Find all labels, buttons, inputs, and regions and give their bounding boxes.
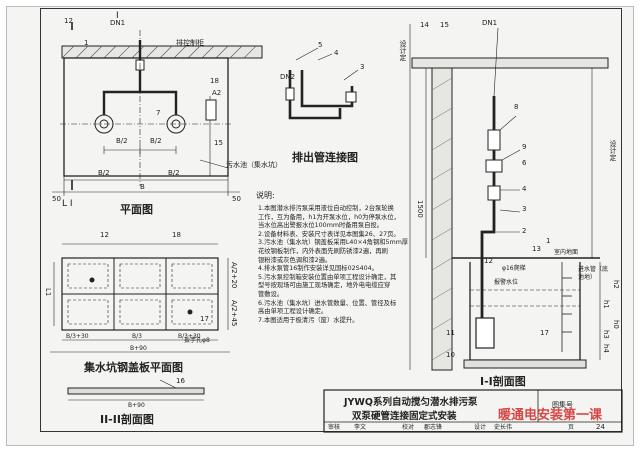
note-line: 5.污水泵控制箱安装位置由单项工程设计确定，其 bbox=[258, 273, 397, 281]
discharge-callout-4: 4 bbox=[334, 49, 339, 57]
dim-b2-right: B/2 bbox=[150, 137, 162, 145]
cover-callout-18: 18 bbox=[172, 231, 181, 239]
s1-callout-3: 3 bbox=[522, 205, 527, 213]
wrench-hole-label: 扳手孔φ8 bbox=[184, 337, 210, 344]
callout-12: 12 bbox=[64, 17, 73, 25]
dim-b2-left: B/2 bbox=[116, 137, 128, 145]
dim-b3-30-right: B/3+30 bbox=[178, 333, 201, 340]
note-line: 型号按现场可由施工现场确定，地外电电缆应穿 bbox=[258, 282, 391, 290]
section1-title: I-I剖面图 bbox=[480, 375, 526, 388]
dim-b2-bottom-right: B/2 bbox=[168, 169, 180, 177]
s1-callout-2: 2 bbox=[522, 227, 527, 235]
designer-name: 史长伟 bbox=[494, 424, 513, 431]
s1-callout-8: 8 bbox=[514, 103, 519, 111]
s1-dim-h3: h3 bbox=[602, 330, 610, 339]
s1-callout-15: 15 bbox=[440, 21, 449, 29]
alarm-level-label: 报警水位 bbox=[494, 279, 519, 286]
drawing-sheet bbox=[6, 6, 634, 446]
title-line-2: 双泵硬管连接固定式安装 bbox=[352, 411, 457, 422]
callout-1: 1 bbox=[84, 39, 89, 47]
note-line: 1.本图潜水排污泵采用液位自动控制，2台泵轮换 bbox=[258, 205, 394, 212]
callout-18: 18 bbox=[210, 77, 219, 85]
dim-l1: L1 bbox=[44, 288, 52, 297]
page-label: 页 bbox=[568, 424, 575, 431]
review-label: 审核 bbox=[328, 424, 341, 431]
s1-dim-h1: h1 bbox=[602, 300, 610, 309]
note-line: 3.污水池（集水坑）钢盖板采用L40×4角钢和5mm厚 bbox=[258, 239, 409, 247]
notes-list: 1.本图潜水排污泵采用液位自动控制，2台泵轮换 工作，互为备用，h1为开泵水位，… bbox=[258, 205, 408, 325]
title-line-1: JYWQ系列自动搅匀潜水排污泵 bbox=[344, 397, 478, 408]
s1-callout-14: 14 bbox=[420, 21, 429, 29]
section2-callout-16: 16 bbox=[176, 377, 185, 385]
reviewer-name: 李文 bbox=[354, 424, 367, 431]
cover-plan-title: 集水坑钢盖板平面图 bbox=[84, 361, 183, 374]
dim-b3: B/3 bbox=[132, 333, 142, 340]
callout-15: 15 bbox=[214, 139, 223, 147]
note-line: 2.设备材料表、安装尺寸表详见本图集26、27页。 bbox=[258, 230, 400, 238]
design-label: 设计 bbox=[474, 424, 487, 431]
tank-label: 污水池（集水坑） bbox=[226, 161, 282, 169]
note-line: 工作，互为备用，h1为开泵水位，h0为停泵水位， bbox=[258, 213, 400, 221]
dim-a2-45: A/2+45 bbox=[230, 300, 238, 327]
section2-dim: B+90 bbox=[128, 402, 145, 409]
s1-dn1: DN1 bbox=[482, 19, 498, 27]
note-line: 4.排水泵管16制作安装详见国标02S404。 bbox=[258, 265, 378, 273]
inlet-pipe-label: 进水管（底池地） bbox=[578, 266, 609, 281]
page-number: 24 bbox=[596, 423, 605, 431]
discharge-callout-3: 3 bbox=[360, 63, 365, 71]
section2-title: II-II剖面图 bbox=[100, 413, 154, 426]
s1-callout-1: 1 bbox=[546, 237, 551, 245]
s1-elevation: 设计定 bbox=[399, 40, 407, 61]
dim-b3-30-left: B/3+30 bbox=[66, 333, 89, 340]
checker-name: 郡志锋 bbox=[424, 424, 443, 431]
atlas-no-label: 图集号 bbox=[552, 401, 573, 409]
s1-callout-9: 9 bbox=[522, 143, 527, 151]
s1-dim-h4: h4 bbox=[602, 344, 610, 353]
s1-callout-17: 17 bbox=[540, 329, 549, 337]
plan-title: 平面图 bbox=[120, 203, 153, 216]
notes-heading: 说明: bbox=[256, 191, 275, 200]
dim-b2-bottom-left: B/2 bbox=[98, 169, 110, 177]
dim-a2-20: A/2+20 bbox=[230, 262, 238, 289]
section-mark-bottom: L I bbox=[62, 199, 73, 209]
note-line: 6.污水池（集水坑）进水管数量、位置、管径及标 bbox=[258, 299, 397, 307]
note-line: 银粉漆或灰色调和漆2遍。 bbox=[258, 256, 332, 264]
watermark: 暖通电安装第一课 bbox=[498, 408, 603, 423]
dim-b-total: B bbox=[140, 183, 145, 191]
dim-margin-left: 50 bbox=[52, 195, 61, 203]
dn1-label: DN1 bbox=[110, 19, 126, 27]
note-line: 高由单项工程设计确定。 bbox=[258, 308, 328, 316]
callout-7: 7 bbox=[156, 109, 161, 117]
check-label: 校对 bbox=[402, 424, 415, 431]
s1-dim-h2: h2 bbox=[612, 280, 620, 289]
s1-callout-11: 11 bbox=[446, 329, 455, 337]
s1-callout-13: 13 bbox=[532, 245, 541, 253]
s1-callout-4: 4 bbox=[522, 185, 527, 193]
section-mark-top: I bbox=[116, 11, 119, 21]
note-line: 7.本图适用于极清污（废）水提升。 bbox=[258, 316, 359, 324]
dim-b90: B+90 bbox=[130, 345, 147, 352]
s1-dim-design: 设计定 bbox=[609, 140, 617, 161]
note-line: 管敷设。 bbox=[258, 290, 284, 298]
dim-margin-right: 50 bbox=[232, 195, 241, 203]
note-line: 当水位高出警报水位100mm时备用泵自投。 bbox=[258, 222, 384, 230]
cover-callout-12: 12 bbox=[100, 231, 109, 239]
indoor-floor-label: 室内地面 bbox=[554, 249, 579, 256]
cover-callout-17: 17 bbox=[200, 315, 209, 323]
note-line: 花纹钢板制作，内外表面先刷防锈漆2遍，再刷 bbox=[258, 247, 388, 255]
discharge-dn2: DN2 bbox=[280, 73, 296, 81]
s1-dim-h0: h0 bbox=[612, 320, 620, 329]
s1-callout-12: 12 bbox=[484, 257, 493, 265]
control-cabinet-label: 排控制柜 bbox=[176, 39, 204, 47]
discharge-callout-5: 5 bbox=[318, 41, 323, 49]
dim-a2: A2 bbox=[212, 89, 222, 97]
ladder-label: φ16爬梯 bbox=[502, 265, 526, 272]
s1-callout-6: 6 bbox=[522, 159, 527, 167]
s1-callout-10: 10 bbox=[446, 351, 455, 359]
s1-dim-1500: 1500 bbox=[416, 200, 424, 218]
discharge-title: 排出管连接图 bbox=[292, 151, 358, 164]
